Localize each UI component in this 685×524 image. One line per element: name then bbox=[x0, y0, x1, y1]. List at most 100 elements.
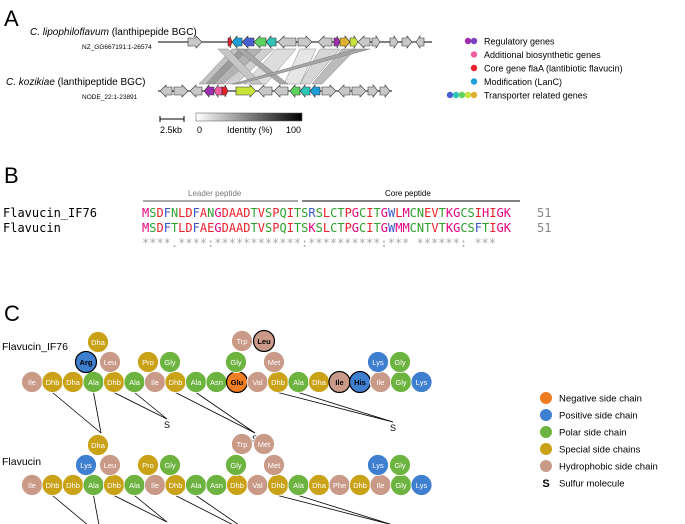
residue bbox=[389, 351, 411, 373]
legend-swatch bbox=[470, 37, 478, 45]
panel-b: Leader peptide Core peptide Flavucin_IF7… bbox=[3, 189, 551, 250]
residue-label: Met bbox=[268, 461, 281, 470]
residue-label: Dhb bbox=[66, 481, 80, 490]
gene-arrow bbox=[379, 84, 391, 98]
thioether-bond bbox=[134, 495, 168, 523]
thioether-bond bbox=[298, 495, 392, 524]
gene-arrow bbox=[309, 84, 321, 98]
panel-label-c: C bbox=[4, 301, 20, 326]
organism2-label: C. kozikiae (lanthipeptide BGC) bbox=[6, 77, 146, 88]
legend-swatch bbox=[452, 91, 460, 99]
thioether-bond bbox=[113, 392, 168, 420]
sulfur-label: S bbox=[390, 423, 396, 433]
residue-label: Gly bbox=[164, 461, 176, 470]
residue-label: Ala bbox=[88, 481, 100, 490]
residue-legend-swatch bbox=[540, 443, 552, 455]
gene-arrow bbox=[187, 35, 203, 49]
residue-label: Trp bbox=[237, 337, 248, 346]
gene-arrow bbox=[277, 35, 297, 49]
residue-label: Val bbox=[252, 378, 263, 387]
residue-label: Dhb bbox=[46, 378, 60, 387]
synteny-link bbox=[217, 48, 263, 85]
residue bbox=[225, 351, 247, 373]
gene-arrow bbox=[189, 84, 203, 98]
panel-label-b: B bbox=[4, 163, 19, 188]
residue-label: Glu bbox=[231, 378, 244, 387]
thioether-bond bbox=[195, 495, 239, 524]
gene-arrow bbox=[173, 84, 189, 98]
gene-arrow bbox=[333, 35, 341, 49]
gene-legend-label: Regulatory genes bbox=[484, 37, 555, 47]
residue-label: Ala bbox=[293, 378, 305, 387]
identity-label: Identity (%) bbox=[227, 125, 273, 135]
gene-arrow bbox=[159, 84, 173, 98]
gene-arrow bbox=[273, 84, 289, 98]
gene-arrow bbox=[231, 35, 243, 49]
residue-label: Dha bbox=[312, 378, 327, 387]
residue-label: Trp bbox=[237, 440, 248, 449]
residue-label: Asn bbox=[210, 378, 223, 387]
gene-arrow bbox=[415, 35, 425, 49]
gene-arrow bbox=[317, 35, 333, 49]
leader-peptide-label: Leader peptide bbox=[188, 189, 242, 198]
residue-label: His bbox=[354, 378, 366, 387]
panel-label-a: A bbox=[4, 6, 19, 31]
gene-arrow bbox=[299, 84, 311, 98]
peptide2-name: Flavucin bbox=[2, 456, 41, 468]
thioether-bond bbox=[52, 495, 88, 524]
residue bbox=[231, 330, 253, 352]
residue-label: Dha bbox=[91, 338, 106, 347]
sequence-row: MSDFNLDFANGDAADTVSPQITSRSLCTPGCITGWLMCNE… bbox=[142, 206, 512, 220]
residue-label: Gly bbox=[164, 358, 176, 367]
residue-label: Ala bbox=[293, 481, 305, 490]
residue-label: Ile bbox=[377, 481, 385, 490]
residue bbox=[75, 454, 97, 476]
gene-arrow bbox=[321, 84, 337, 98]
organism1-label: C. lipophiloflavum (lanthipepide BGC) bbox=[30, 27, 197, 38]
residue-label: Gly bbox=[230, 461, 242, 470]
gene-arrow bbox=[221, 84, 229, 98]
synteny-link bbox=[231, 48, 371, 85]
thioether-bond bbox=[277, 392, 394, 423]
residue-label: Lys bbox=[372, 358, 384, 367]
residue-label: Ala bbox=[191, 481, 203, 490]
gene-arrow bbox=[339, 35, 351, 49]
residue-legend-label: Negative side chain bbox=[559, 394, 642, 405]
residue bbox=[137, 454, 159, 476]
identity-colorbar bbox=[195, 112, 303, 122]
residue-label: Ile bbox=[377, 378, 385, 387]
residue-label: Ala bbox=[191, 378, 203, 387]
synteny-link bbox=[311, 48, 357, 85]
legend-swatch bbox=[446, 91, 454, 99]
residue-label: Gly bbox=[394, 358, 406, 367]
gene-arrow bbox=[297, 35, 313, 49]
gene-arrow bbox=[349, 35, 359, 49]
seq2-length: 51 bbox=[537, 221, 551, 235]
gene-arrow bbox=[337, 84, 351, 98]
thioether-bond bbox=[277, 495, 391, 524]
residue-label: Leu bbox=[104, 461, 117, 470]
residue-label: Dhb bbox=[271, 481, 285, 490]
gene-arrow bbox=[371, 35, 381, 49]
residue bbox=[99, 351, 121, 373]
gene-arrow bbox=[289, 84, 301, 98]
residue-label: Dhb bbox=[353, 481, 367, 490]
organism2-accession: NODE_22:1-23891 bbox=[82, 94, 138, 101]
gene-arrow bbox=[235, 84, 257, 98]
residue-label: Dhb bbox=[169, 481, 183, 490]
sulfur-legend-symbol: S bbox=[542, 478, 549, 490]
residue-label: Lys bbox=[416, 378, 428, 387]
thioether-bond bbox=[134, 392, 168, 420]
residue-label: Ile bbox=[151, 481, 159, 490]
residue-legend-swatch bbox=[540, 409, 552, 421]
residue-label: Ile bbox=[335, 378, 343, 387]
residue-label: Pro bbox=[142, 461, 154, 470]
thioether-bond bbox=[175, 392, 256, 434]
peptide1-structure: SSSSIleDhbDhaAlaDhbAlaIleDhbAlaAsnGluVal… bbox=[21, 329, 433, 444]
residue-label: Dhb bbox=[271, 378, 285, 387]
residue-label: Gly bbox=[395, 378, 407, 387]
legend-swatch bbox=[464, 37, 472, 45]
residue-label: Phe bbox=[333, 481, 346, 490]
sequence-row: MSDFTLDFAEGDAADTVSPQITSKSLCTPGCITGWMMCNT… bbox=[142, 221, 512, 235]
